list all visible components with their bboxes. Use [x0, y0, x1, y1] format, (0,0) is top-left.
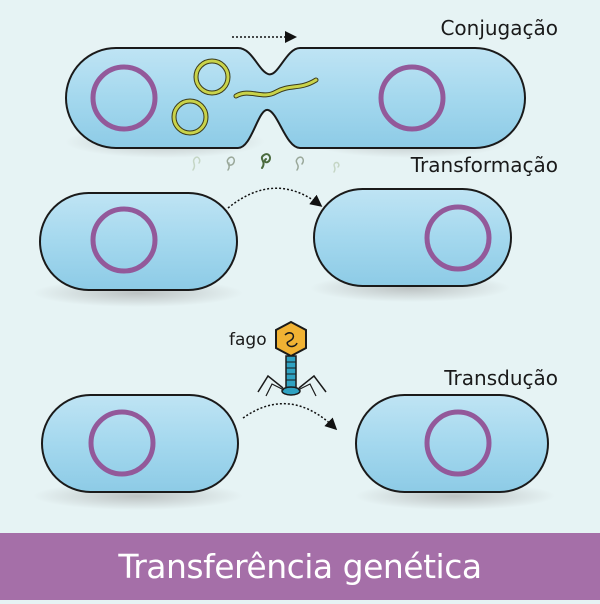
footer-title: Transferência genética: [118, 547, 482, 586]
nucleoid: [424, 204, 492, 272]
conjugation-section: [65, 31, 526, 158]
arrow-icon: [227, 187, 323, 209]
plasmid-icon: [193, 58, 231, 96]
bacterial-cell: [355, 394, 549, 493]
bacterial-cell: [39, 192, 238, 291]
conjugation-label: Conjugação: [440, 16, 558, 40]
nucleoid: [88, 409, 156, 477]
nucleoid: [424, 409, 492, 477]
dna-fragment-icon: [192, 153, 340, 173]
transduction-section: [33, 320, 555, 510]
arrow-icon: [242, 402, 338, 431]
bacterial-cell: [41, 394, 239, 493]
phage-label: fago: [229, 330, 267, 350]
transformation-section: [33, 153, 512, 307]
transformation-label: Transformação: [410, 153, 558, 177]
bacterial-cell: [313, 188, 512, 287]
plasmid-icon: [171, 98, 209, 136]
nucleoid: [378, 64, 446, 132]
donor-recipient-cells-connected: [65, 47, 526, 149]
footer-banner: Transferência genética: [0, 533, 600, 600]
transferring-dna-icon: [233, 77, 319, 99]
transduction-label: Transdução: [444, 366, 558, 390]
nucleoid: [90, 206, 158, 274]
phage-icon: [257, 320, 327, 397]
nucleoid: [90, 64, 158, 132]
